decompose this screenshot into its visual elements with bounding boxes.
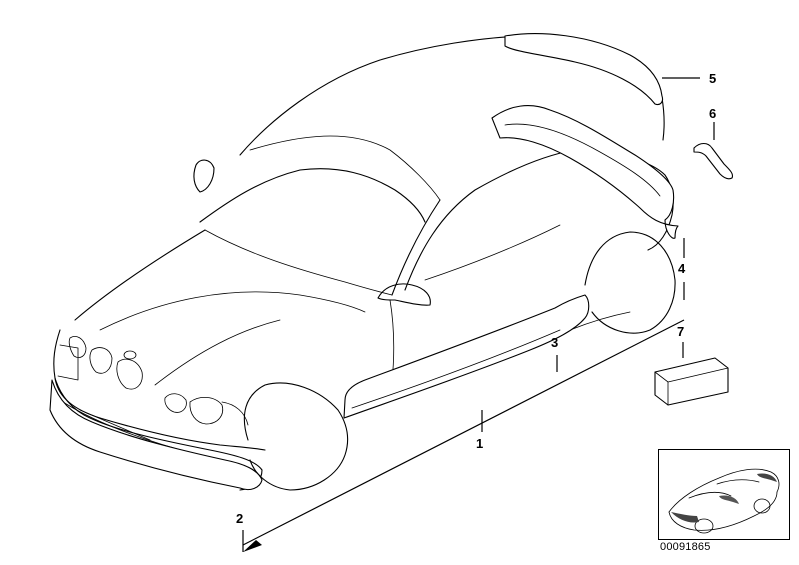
block-part — [654, 357, 729, 406]
diagram-code: 00091865 — [660, 541, 711, 553]
side-skirt-part — [343, 294, 590, 419]
leader-lines — [242, 77, 715, 552]
rear-spoiler-part — [504, 33, 664, 106]
callout-6: 6 — [709, 106, 717, 121]
bracket-part — [693, 142, 734, 180]
arrow-marker — [243, 540, 262, 552]
callout-2: 2 — [236, 511, 244, 526]
callout-7: 7 — [677, 324, 685, 339]
car-thumbnail-icon — [668, 468, 780, 534]
front-lip-part — [49, 379, 263, 491]
callout-3: 3 — [551, 335, 559, 350]
car-outline-icon — [53, 35, 676, 491]
rear-bumper-trim-part — [491, 105, 679, 239]
callout-5: 5 — [709, 71, 717, 86]
callout-4: 4 — [678, 261, 686, 276]
overview-inset — [658, 449, 790, 540]
callout-1: 1 — [476, 436, 484, 451]
